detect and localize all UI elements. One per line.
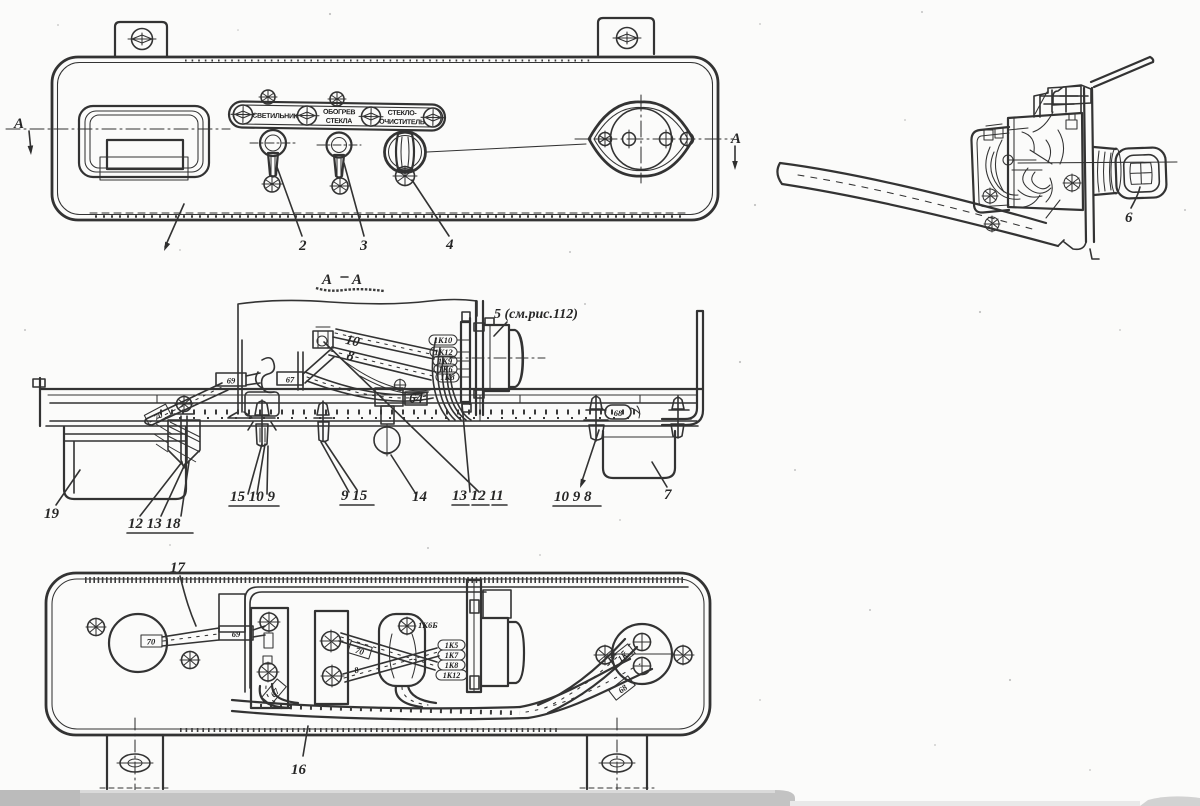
svg-text:4: 4: [445, 237, 454, 253]
svg-text:7: 7: [664, 487, 672, 503]
svg-text:СТЕКЛО-: СТЕКЛО-: [388, 110, 418, 117]
svg-text:1К5: 1К5: [445, 641, 458, 650]
svg-text:1К8: 1К8: [440, 372, 455, 382]
svg-text:70: 70: [147, 637, 156, 647]
svg-text:14: 14: [412, 489, 428, 505]
svg-text:10: 10: [344, 333, 361, 351]
svg-text:СВЕТИЛЬНИК: СВЕТИЛЬНИК: [252, 113, 299, 121]
svg-text:5 (см.рис.112): 5 (см.рис.112): [494, 307, 578, 322]
svg-text:ОЧИСТИТЕЛЬ: ОЧИСТИТЕЛЬ: [379, 119, 425, 127]
svg-text:1К6Б: 1К6Б: [418, 620, 438, 630]
svg-text:1К9: 1К9: [438, 356, 453, 366]
svg-text:A: A: [730, 131, 741, 147]
svg-text:8: 8: [353, 664, 360, 675]
svg-text:1К8: 1К8: [445, 661, 458, 670]
svg-text:1К12: 1К12: [434, 347, 453, 357]
svg-text:19: 19: [44, 506, 60, 522]
svg-text:10 9 8: 10 9 8: [554, 489, 592, 505]
svg-text:15 10 9: 15 10 9: [230, 489, 276, 505]
svg-text:69: 69: [232, 629, 241, 639]
svg-text:A: A: [351, 272, 362, 288]
svg-text:68: 68: [614, 408, 623, 418]
svg-text:ОБОГРЕВ: ОБОГРЕВ: [323, 109, 356, 117]
svg-text:12 13 18: 12 13 18: [128, 516, 181, 532]
svg-text:69: 69: [227, 376, 236, 386]
svg-text:9 15: 9 15: [341, 488, 368, 504]
svg-text:СТЕКЛА: СТЕКЛА: [326, 118, 353, 125]
svg-text:A: A: [321, 272, 332, 288]
svg-text:2: 2: [298, 238, 307, 254]
svg-text:3: 3: [359, 238, 368, 254]
svg-text:1К10: 1К10: [434, 335, 453, 345]
svg-text:1К7: 1К7: [445, 651, 459, 660]
svg-text:67: 67: [286, 375, 295, 385]
svg-text:13 12 11: 13 12 11: [452, 488, 504, 504]
svg-text:64: 64: [409, 392, 423, 407]
svg-text:1К12: 1К12: [443, 671, 460, 680]
svg-text:6: 6: [1125, 210, 1133, 226]
svg-text:1К6: 1К6: [438, 364, 453, 374]
svg-text:8: 8: [345, 348, 355, 364]
svg-text:17: 17: [170, 560, 186, 576]
svg-text:A: A: [13, 116, 24, 132]
svg-text:70: 70: [354, 645, 366, 657]
svg-text:16: 16: [291, 762, 307, 778]
